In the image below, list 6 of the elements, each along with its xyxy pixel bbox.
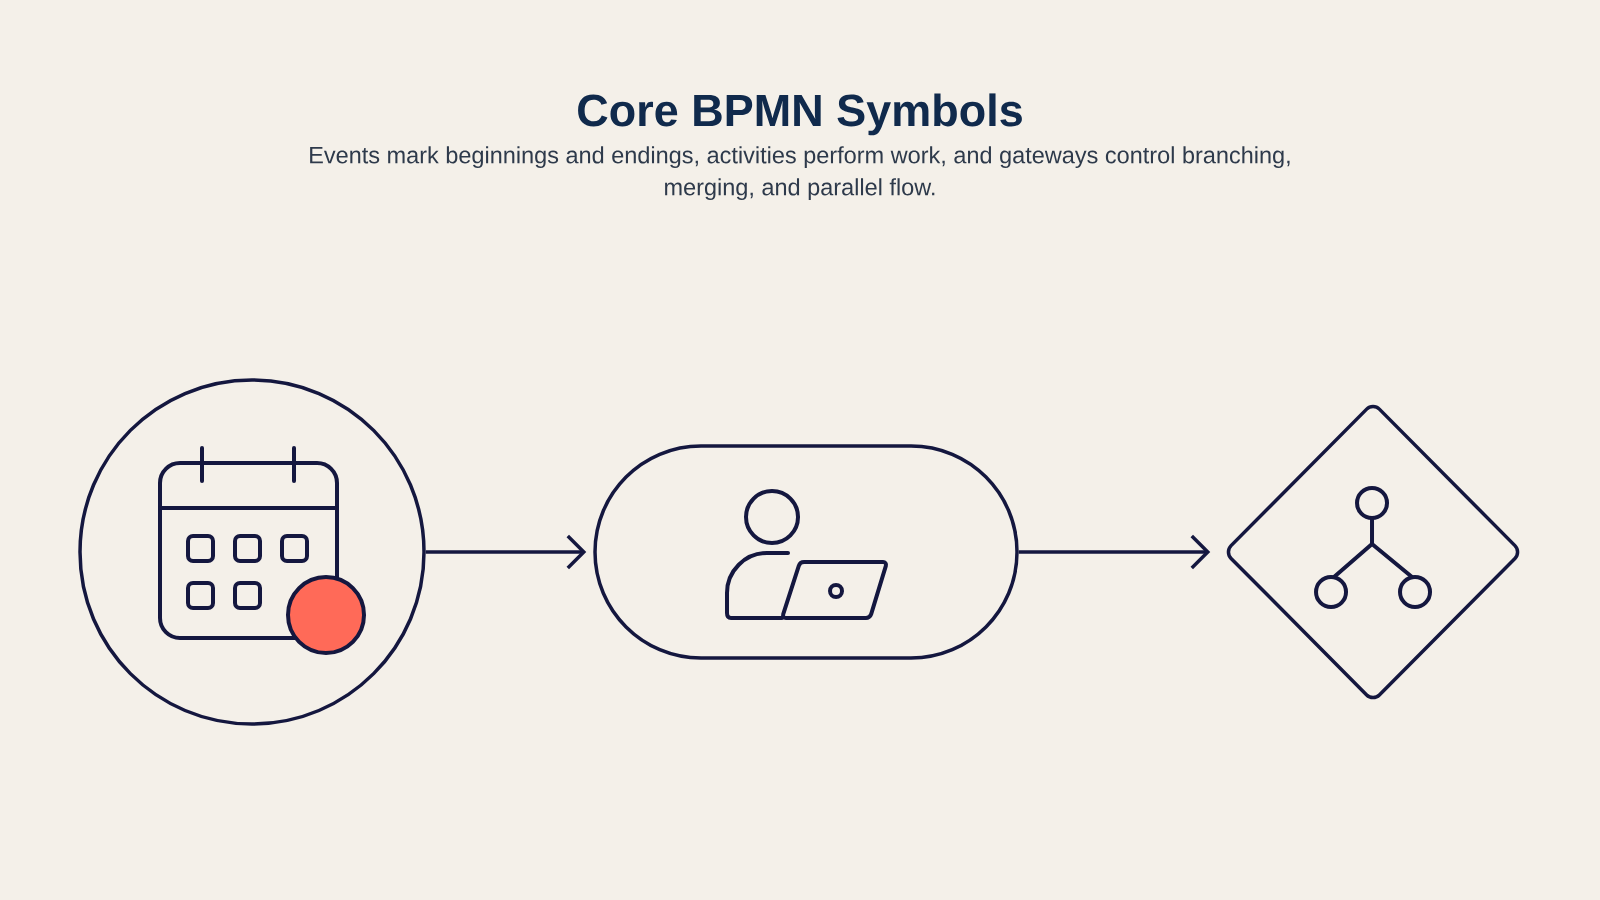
event-circle: [78, 378, 426, 726]
subtitle: Events mark beginnings and endings, activities perform work, and gateways control branching, merging, and parallel flow.: [310, 146, 1290, 201]
gateway-diamond: [1226, 404, 1520, 700]
arrow: [1018, 534, 1211, 570]
title: Core BPMN Symbols: [578, 93, 1022, 136]
arrow: [425, 534, 587, 570]
